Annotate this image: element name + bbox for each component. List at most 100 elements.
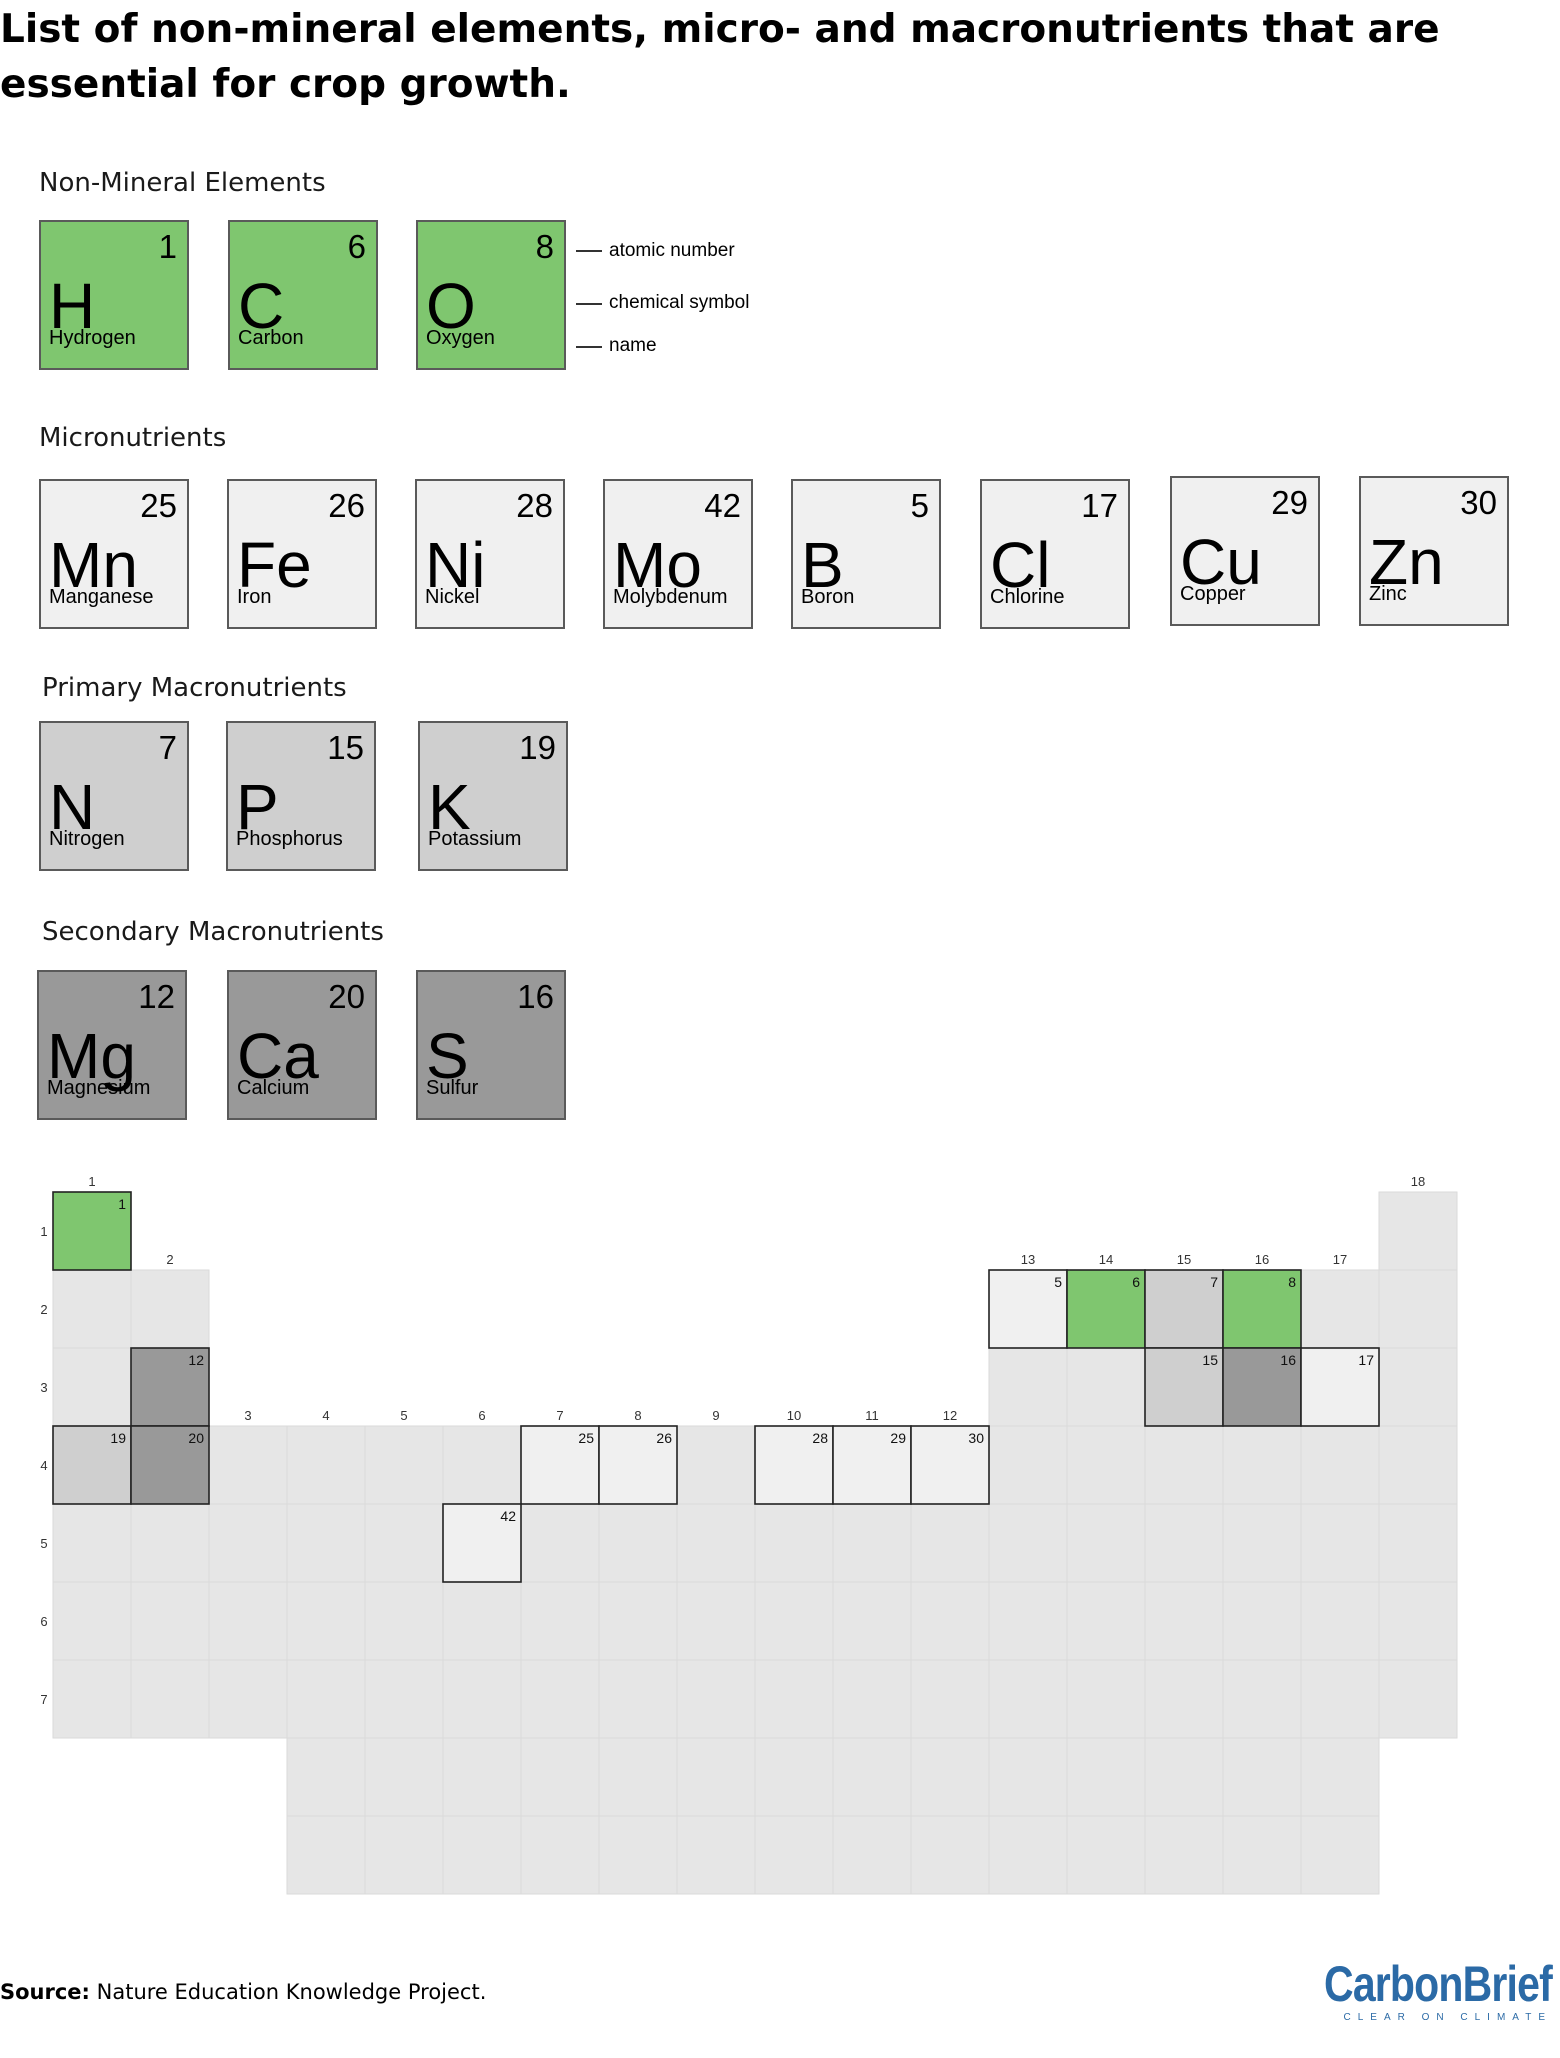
element-tile-hydrogen: 1 H Hydrogen	[39, 220, 189, 370]
element-tile-boron: 5 B Boron	[791, 479, 941, 629]
element-name: Calcium	[237, 1077, 310, 1099]
table-cell-empty	[1144, 1425, 1224, 1505]
table-cell-empty	[208, 1659, 288, 1739]
period-label: 5	[40, 1536, 47, 1551]
section-heading-secondary-macronutrients: Secondary Macronutrients	[42, 917, 384, 947]
table-cell-empty	[442, 1425, 522, 1505]
table-cell-empty	[364, 1503, 444, 1583]
group-label: 12	[943, 1408, 957, 1423]
legend-line-chemical-symbol	[576, 303, 602, 305]
source-note: Source: Nature Education Knowledge Proje…	[0, 1980, 486, 2004]
chemical-symbol: Mo	[613, 529, 702, 601]
table-cell-empty	[1378, 1269, 1458, 1349]
element-tile-carbon: 6 C Carbon	[228, 220, 378, 370]
element-name: Copper	[1180, 583, 1246, 605]
group-label: 8	[634, 1408, 641, 1423]
table-cell-number: 30	[968, 1430, 984, 1446]
group-label: 1	[88, 1174, 95, 1189]
atomic-number: 1	[158, 228, 177, 265]
table-cell-number: 26	[656, 1430, 672, 1446]
chemical-symbol: K	[428, 771, 471, 843]
group-label: 18	[1411, 1174, 1425, 1189]
atomic-number: 25	[140, 487, 177, 524]
element-tile-oxygen: 8 O Oxygen	[416, 220, 566, 370]
brand-name: CarbonBrief	[1324, 1956, 1553, 2012]
table-cell-primary	[52, 1425, 132, 1505]
element-tile-potassium: 19 K Potassium	[418, 721, 568, 871]
atomic-number: 26	[328, 487, 365, 524]
table-cell-empty	[1222, 1659, 1302, 1739]
table-cell-empty	[832, 1659, 912, 1739]
table-cell-empty	[676, 1659, 756, 1739]
table-cell-empty	[364, 1815, 444, 1895]
element-tile-nitrogen: 7 N Nitrogen	[39, 721, 189, 871]
table-cell-empty	[286, 1503, 366, 1583]
group-label: 14	[1099, 1252, 1113, 1267]
group-label: 16	[1255, 1252, 1269, 1267]
source-label: Source:	[0, 1980, 90, 2004]
legend-line-atomic-number	[576, 250, 602, 252]
element-name: Phosphorus	[236, 828, 343, 850]
element-tile-magnesium: 12 Mg Magnesium	[37, 970, 187, 1120]
table-cell-empty	[286, 1737, 366, 1817]
element-tile-phosphorus: 15 P Phosphorus	[226, 721, 376, 871]
group-label: 15	[1177, 1252, 1191, 1267]
element-tile-iron: 26 Fe Iron	[227, 479, 377, 629]
table-cell-empty	[1300, 1425, 1380, 1505]
table-cell-empty	[910, 1815, 990, 1895]
group-label: 5	[400, 1408, 407, 1423]
table-cell-empty	[364, 1581, 444, 1661]
table-cell-empty	[520, 1737, 600, 1817]
table-cell-number: 12	[188, 1352, 204, 1368]
table-cell-empty	[52, 1659, 132, 1739]
period-label: 1	[40, 1224, 47, 1239]
table-cell-empty	[676, 1425, 756, 1505]
table-cell-empty	[1066, 1425, 1146, 1505]
table-cell-empty	[754, 1659, 834, 1739]
table-cell-empty	[598, 1815, 678, 1895]
group-label: 10	[787, 1408, 801, 1423]
table-cell-empty	[1378, 1425, 1458, 1505]
table-cell-empty	[520, 1503, 600, 1583]
atomic-number: 16	[517, 978, 554, 1015]
table-cell-empty	[520, 1659, 600, 1739]
element-name: Iron	[237, 586, 272, 608]
table-cell-empty	[520, 1581, 600, 1661]
page-title: List of non-mineral elements, micro- and…	[0, 7, 1440, 107]
table-cell-empty	[832, 1815, 912, 1895]
table-cell-empty	[832, 1581, 912, 1661]
section-heading-micronutrients: Micronutrients	[39, 423, 227, 453]
table-cell-number: 28	[812, 1430, 828, 1446]
table-cell-empty	[1066, 1581, 1146, 1661]
table-cell-empty	[988, 1347, 1068, 1427]
section-heading-non-mineral: Non-Mineral Elements	[39, 168, 326, 198]
chemical-symbol: Mn	[49, 529, 138, 601]
chemical-symbol: H	[49, 270, 96, 342]
table-cell-nonmineral	[52, 1191, 132, 1271]
table-cell-empty	[1378, 1581, 1458, 1661]
table-cell-empty	[130, 1503, 210, 1583]
table-cell-empty	[1144, 1503, 1224, 1583]
table-cell-empty	[1378, 1347, 1458, 1427]
element-name: Nickel	[425, 586, 480, 608]
chemical-symbol: Cl	[990, 529, 1051, 601]
table-cell-empty	[676, 1737, 756, 1817]
table-cell-empty	[754, 1815, 834, 1895]
table-cell-empty	[52, 1269, 132, 1349]
table-cell-empty	[1144, 1659, 1224, 1739]
table-cell-empty	[130, 1581, 210, 1661]
element-tile-nickel: 28 Ni Nickel	[415, 479, 565, 629]
table-cell-number: 25	[578, 1430, 594, 1446]
table-cell-empty	[1300, 1581, 1380, 1661]
brand-tagline: CLEAR ON CLIMATE	[1343, 2012, 1552, 2023]
table-cell-number: 19	[110, 1430, 126, 1446]
section-heading-primary-macronutrients: Primary Macronutrients	[42, 673, 347, 703]
table-cell-empty	[1066, 1347, 1146, 1427]
source-text: Nature Education Knowledge Project.	[89, 1980, 487, 2004]
table-cell-empty	[286, 1815, 366, 1895]
group-label: 11	[865, 1408, 879, 1423]
table-cell-primary	[1144, 1347, 1224, 1427]
table-cell-micro	[598, 1425, 678, 1505]
table-cell-empty	[52, 1581, 132, 1661]
element-name: Potassium	[428, 828, 522, 850]
